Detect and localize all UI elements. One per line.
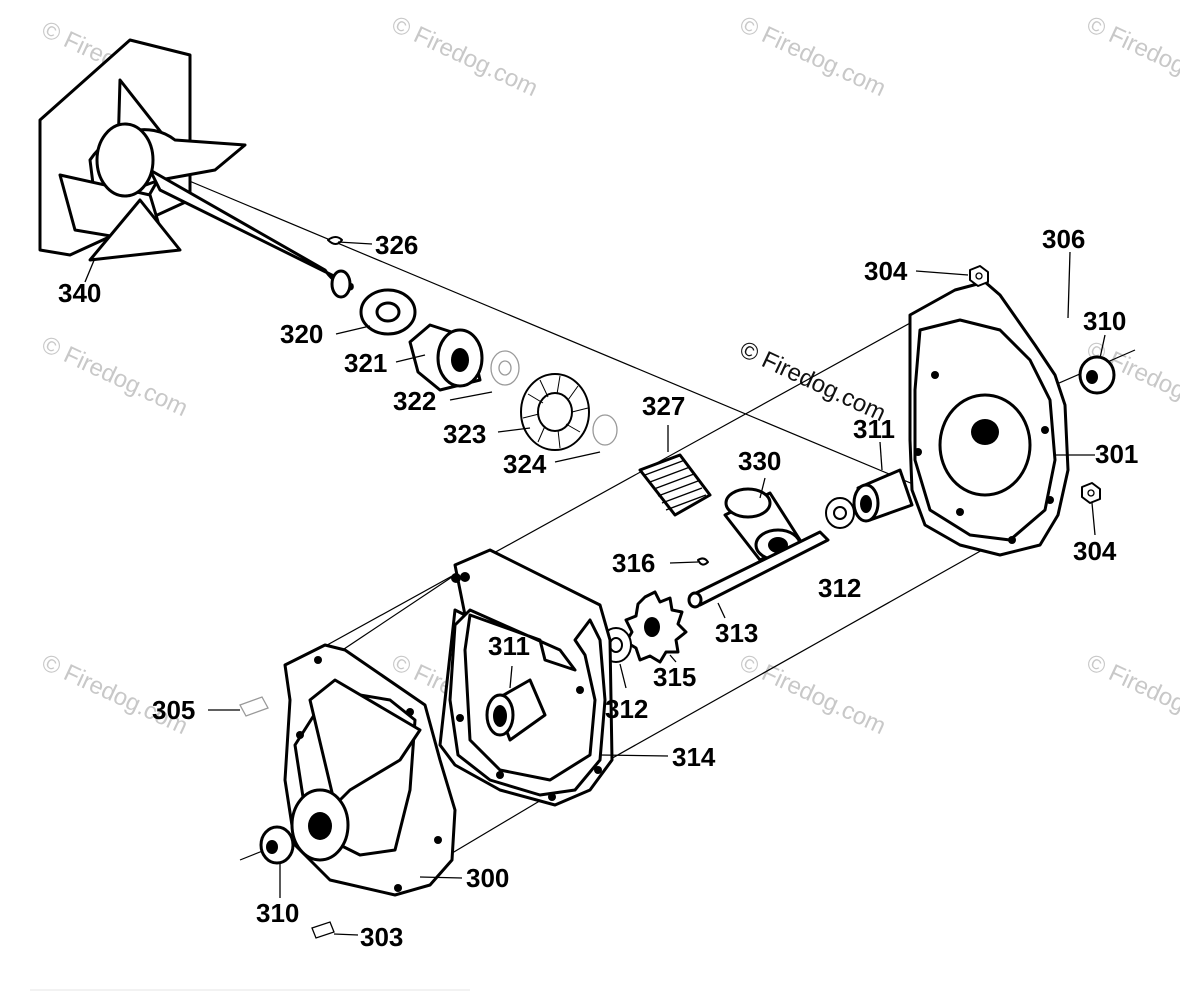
thrust-washer-322 bbox=[490, 350, 520, 386]
bushing-311-upper bbox=[852, 468, 914, 523]
callout-labels: 340 326 320 321 322 323 324 327 330 311 … bbox=[58, 224, 1138, 952]
bushing-311-lower bbox=[485, 678, 547, 742]
callout-322: 322 bbox=[393, 386, 436, 416]
callout-304-upper: 304 bbox=[864, 256, 908, 286]
nut-304-lower bbox=[1081, 482, 1101, 504]
screw-305 bbox=[239, 696, 269, 717]
watermark: © Firedog.com bbox=[387, 11, 541, 102]
shaft-313 bbox=[687, 530, 830, 609]
seal-310-lower bbox=[259, 825, 295, 865]
worm-gear-327 bbox=[638, 453, 712, 517]
thrust-bearing-323 bbox=[520, 373, 590, 451]
callout-320: 320 bbox=[280, 319, 323, 349]
callout-301: 301 bbox=[1095, 439, 1138, 469]
gear-housing-300 bbox=[283, 643, 457, 897]
screw-303 bbox=[311, 921, 335, 939]
watermark: © Firedog.com bbox=[735, 11, 889, 102]
callout-311-upper: 311 bbox=[853, 414, 895, 444]
callout-327: 327 bbox=[642, 391, 685, 421]
watermark: © Firedog.com bbox=[1082, 11, 1180, 102]
leader-lines bbox=[84, 241, 1106, 936]
seal-310-upper bbox=[1078, 355, 1116, 395]
gasket-314 bbox=[438, 548, 614, 807]
washer-320 bbox=[359, 288, 417, 336]
callout-310-upper: 310 bbox=[1083, 306, 1126, 336]
auger-assembly-340 bbox=[38, 38, 354, 299]
callout-311-lower: 311 bbox=[488, 631, 530, 661]
key-326 bbox=[327, 236, 343, 245]
callout-314: 314 bbox=[672, 742, 716, 772]
callout-321: 321 bbox=[344, 348, 387, 378]
gear-315 bbox=[624, 590, 688, 664]
callout-316: 316 bbox=[612, 548, 655, 578]
callout-312-upper: 312 bbox=[818, 573, 861, 603]
callout-323: 323 bbox=[443, 419, 486, 449]
callout-300: 300 bbox=[466, 863, 509, 893]
callout-313: 313 bbox=[715, 618, 758, 648]
callout-324: 324 bbox=[503, 449, 547, 479]
watermark: © Firedog.com bbox=[735, 649, 889, 740]
watermark: © Firedog.com bbox=[1082, 649, 1180, 740]
watermark: © Firedog.com bbox=[37, 331, 191, 422]
washer-312-upper bbox=[825, 497, 855, 529]
callout-315: 315 bbox=[653, 662, 696, 692]
callout-312-lower: 312 bbox=[605, 694, 648, 724]
callout-330: 330 bbox=[738, 446, 781, 476]
callout-306: 306 bbox=[1042, 224, 1085, 254]
key-316 bbox=[697, 557, 709, 566]
gear-housing-301 bbox=[908, 280, 1070, 557]
callout-304-lower: 304 bbox=[1073, 536, 1117, 566]
washer-324 bbox=[592, 414, 618, 446]
callout-310-lower: 310 bbox=[256, 898, 299, 928]
callout-340: 340 bbox=[58, 278, 101, 308]
callout-303: 303 bbox=[360, 922, 403, 952]
bearing-sleeve-321 bbox=[408, 323, 484, 392]
callout-326: 326 bbox=[375, 230, 418, 260]
nut-304-upper bbox=[969, 265, 989, 287]
callout-305: 305 bbox=[152, 695, 195, 725]
